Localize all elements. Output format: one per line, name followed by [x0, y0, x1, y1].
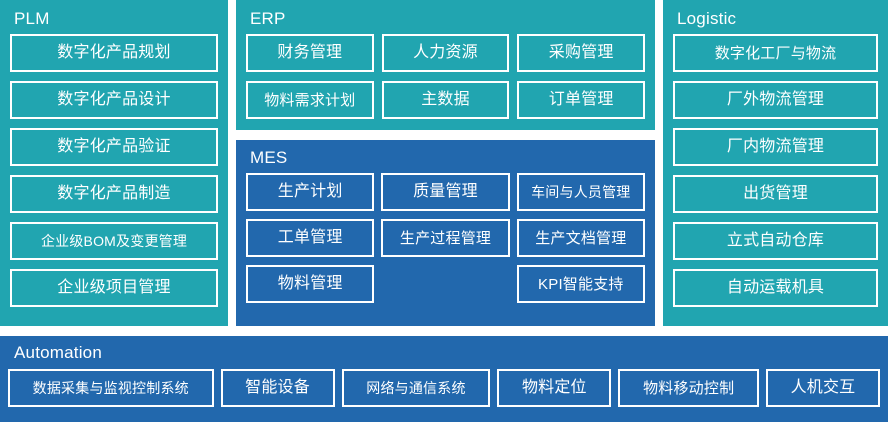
erp-item-3[interactable]: 物料需求计划: [246, 81, 374, 119]
mes-item-1[interactable]: 质量管理: [381, 173, 510, 211]
automation-item-1[interactable]: 智能设备: [220, 369, 335, 407]
mes-panel: MES 生产计划 质量管理 车间与人员管理 工单管理 生产过程管理 生产文档管理…: [236, 140, 655, 326]
logistic-panel-title: Logistic: [677, 9, 737, 28]
automation-panel: Automation 数据采集与监视控制系统 智能设备 网络与通信系统 物料定位…: [0, 336, 888, 422]
automation-item-3[interactable]: 物料定位: [497, 369, 612, 407]
mes-panel-title: MES: [250, 148, 288, 167]
automation-panel-title: Automation: [14, 343, 102, 362]
logistic-panel: Logistic 数字化工厂与物流 厂外物流管理 厂内物流管理 出货管理 立式自…: [663, 0, 888, 326]
logistic-item-list: 数字化工厂与物流 厂外物流管理 厂内物流管理 出货管理 立式自动仓库 自动运载机…: [673, 34, 878, 307]
mes-item-8[interactable]: KPI智能支持: [516, 265, 645, 303]
plm-panel: PLM 数字化产品规划 数字化产品设计 数字化产品验证 数字化产品制造 企业级B…: [0, 0, 228, 326]
logistic-item-0[interactable]: 数字化工厂与物流: [673, 34, 878, 72]
automation-item-5[interactable]: 人机交互: [765, 369, 881, 407]
logistic-item-3[interactable]: 出货管理: [673, 175, 878, 213]
erp-panel-title: ERP: [250, 9, 286, 28]
automation-item-4[interactable]: 物料移动控制: [618, 369, 759, 407]
automation-item-row: 数据采集与监视控制系统 智能设备 网络与通信系统 物料定位 物料移动控制 人机交…: [8, 369, 881, 407]
plm-item-2[interactable]: 数字化产品验证: [10, 128, 218, 166]
mes-item-grid: 生产计划 质量管理 车间与人员管理 工单管理 生产过程管理 生产文档管理 物料管…: [246, 173, 645, 303]
plm-item-4[interactable]: 企业级BOM及变更管理: [10, 222, 218, 260]
erp-item-5[interactable]: 订单管理: [517, 81, 645, 119]
erp-item-grid: 财务管理 人力资源 采购管理 物料需求计划 主数据 订单管理: [246, 34, 645, 119]
erp-item-0[interactable]: 财务管理: [246, 34, 374, 72]
erp-item-4[interactable]: 主数据: [381, 81, 510, 119]
logistic-item-5[interactable]: 自动运载机具: [673, 269, 878, 307]
mes-item-6[interactable]: 物料管理: [246, 265, 375, 303]
logistic-item-1[interactable]: 厂外物流管理: [673, 81, 878, 119]
mes-item-empty-slot: [381, 265, 509, 303]
plm-item-1[interactable]: 数字化产品设计: [10, 81, 218, 119]
logistic-item-2[interactable]: 厂内物流管理: [673, 128, 878, 166]
mes-item-2[interactable]: 车间与人员管理: [516, 173, 645, 211]
erp-item-2[interactable]: 采购管理: [517, 34, 645, 72]
mes-item-0[interactable]: 生产计划: [246, 173, 375, 211]
automation-item-0[interactable]: 数据采集与监视控制系统: [8, 369, 214, 407]
plm-panel-title: PLM: [14, 9, 50, 28]
logistic-item-4[interactable]: 立式自动仓库: [673, 222, 878, 260]
plm-item-0[interactable]: 数字化产品规划: [10, 34, 218, 72]
automation-item-2[interactable]: 网络与通信系统: [341, 369, 491, 407]
mes-item-4[interactable]: 生产过程管理: [381, 219, 510, 257]
plm-item-list: 数字化产品规划 数字化产品设计 数字化产品验证 数字化产品制造 企业级BOM及变…: [10, 34, 218, 307]
plm-item-5[interactable]: 企业级项目管理: [10, 269, 218, 307]
erp-item-1[interactable]: 人力资源: [381, 34, 510, 72]
plm-item-3[interactable]: 数字化产品制造: [10, 175, 218, 213]
mes-item-5[interactable]: 生产文档管理: [516, 219, 645, 257]
mes-item-3[interactable]: 工单管理: [246, 219, 375, 257]
erp-panel: ERP 财务管理 人力资源 采购管理 物料需求计划 主数据 订单管理: [236, 0, 655, 130]
